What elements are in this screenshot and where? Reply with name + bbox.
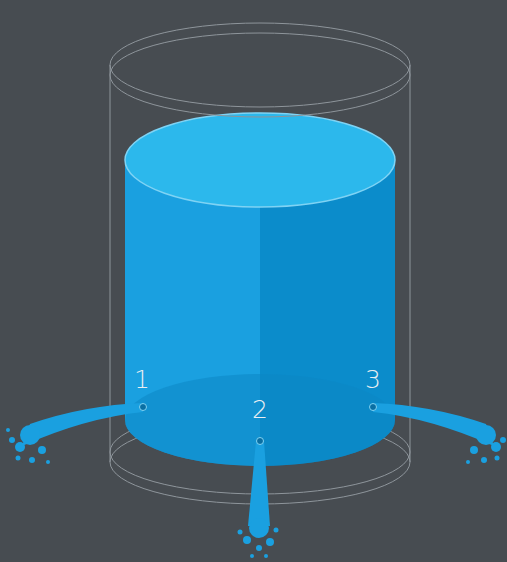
callout-number: 2 xyxy=(252,397,268,422)
water-surface xyxy=(125,113,395,207)
glass-edge xyxy=(110,452,111,462)
glass-wall xyxy=(110,65,111,452)
glass-wall xyxy=(410,65,411,452)
droplets xyxy=(6,425,506,558)
water-jet xyxy=(373,403,494,446)
callout-number: 1 xyxy=(134,367,150,392)
callout-number: 3 xyxy=(365,367,381,392)
water-jet xyxy=(248,441,270,526)
water-jet xyxy=(22,403,143,446)
glass-rim xyxy=(110,33,410,117)
glass-edge xyxy=(410,452,411,462)
glass-rim xyxy=(110,23,410,107)
